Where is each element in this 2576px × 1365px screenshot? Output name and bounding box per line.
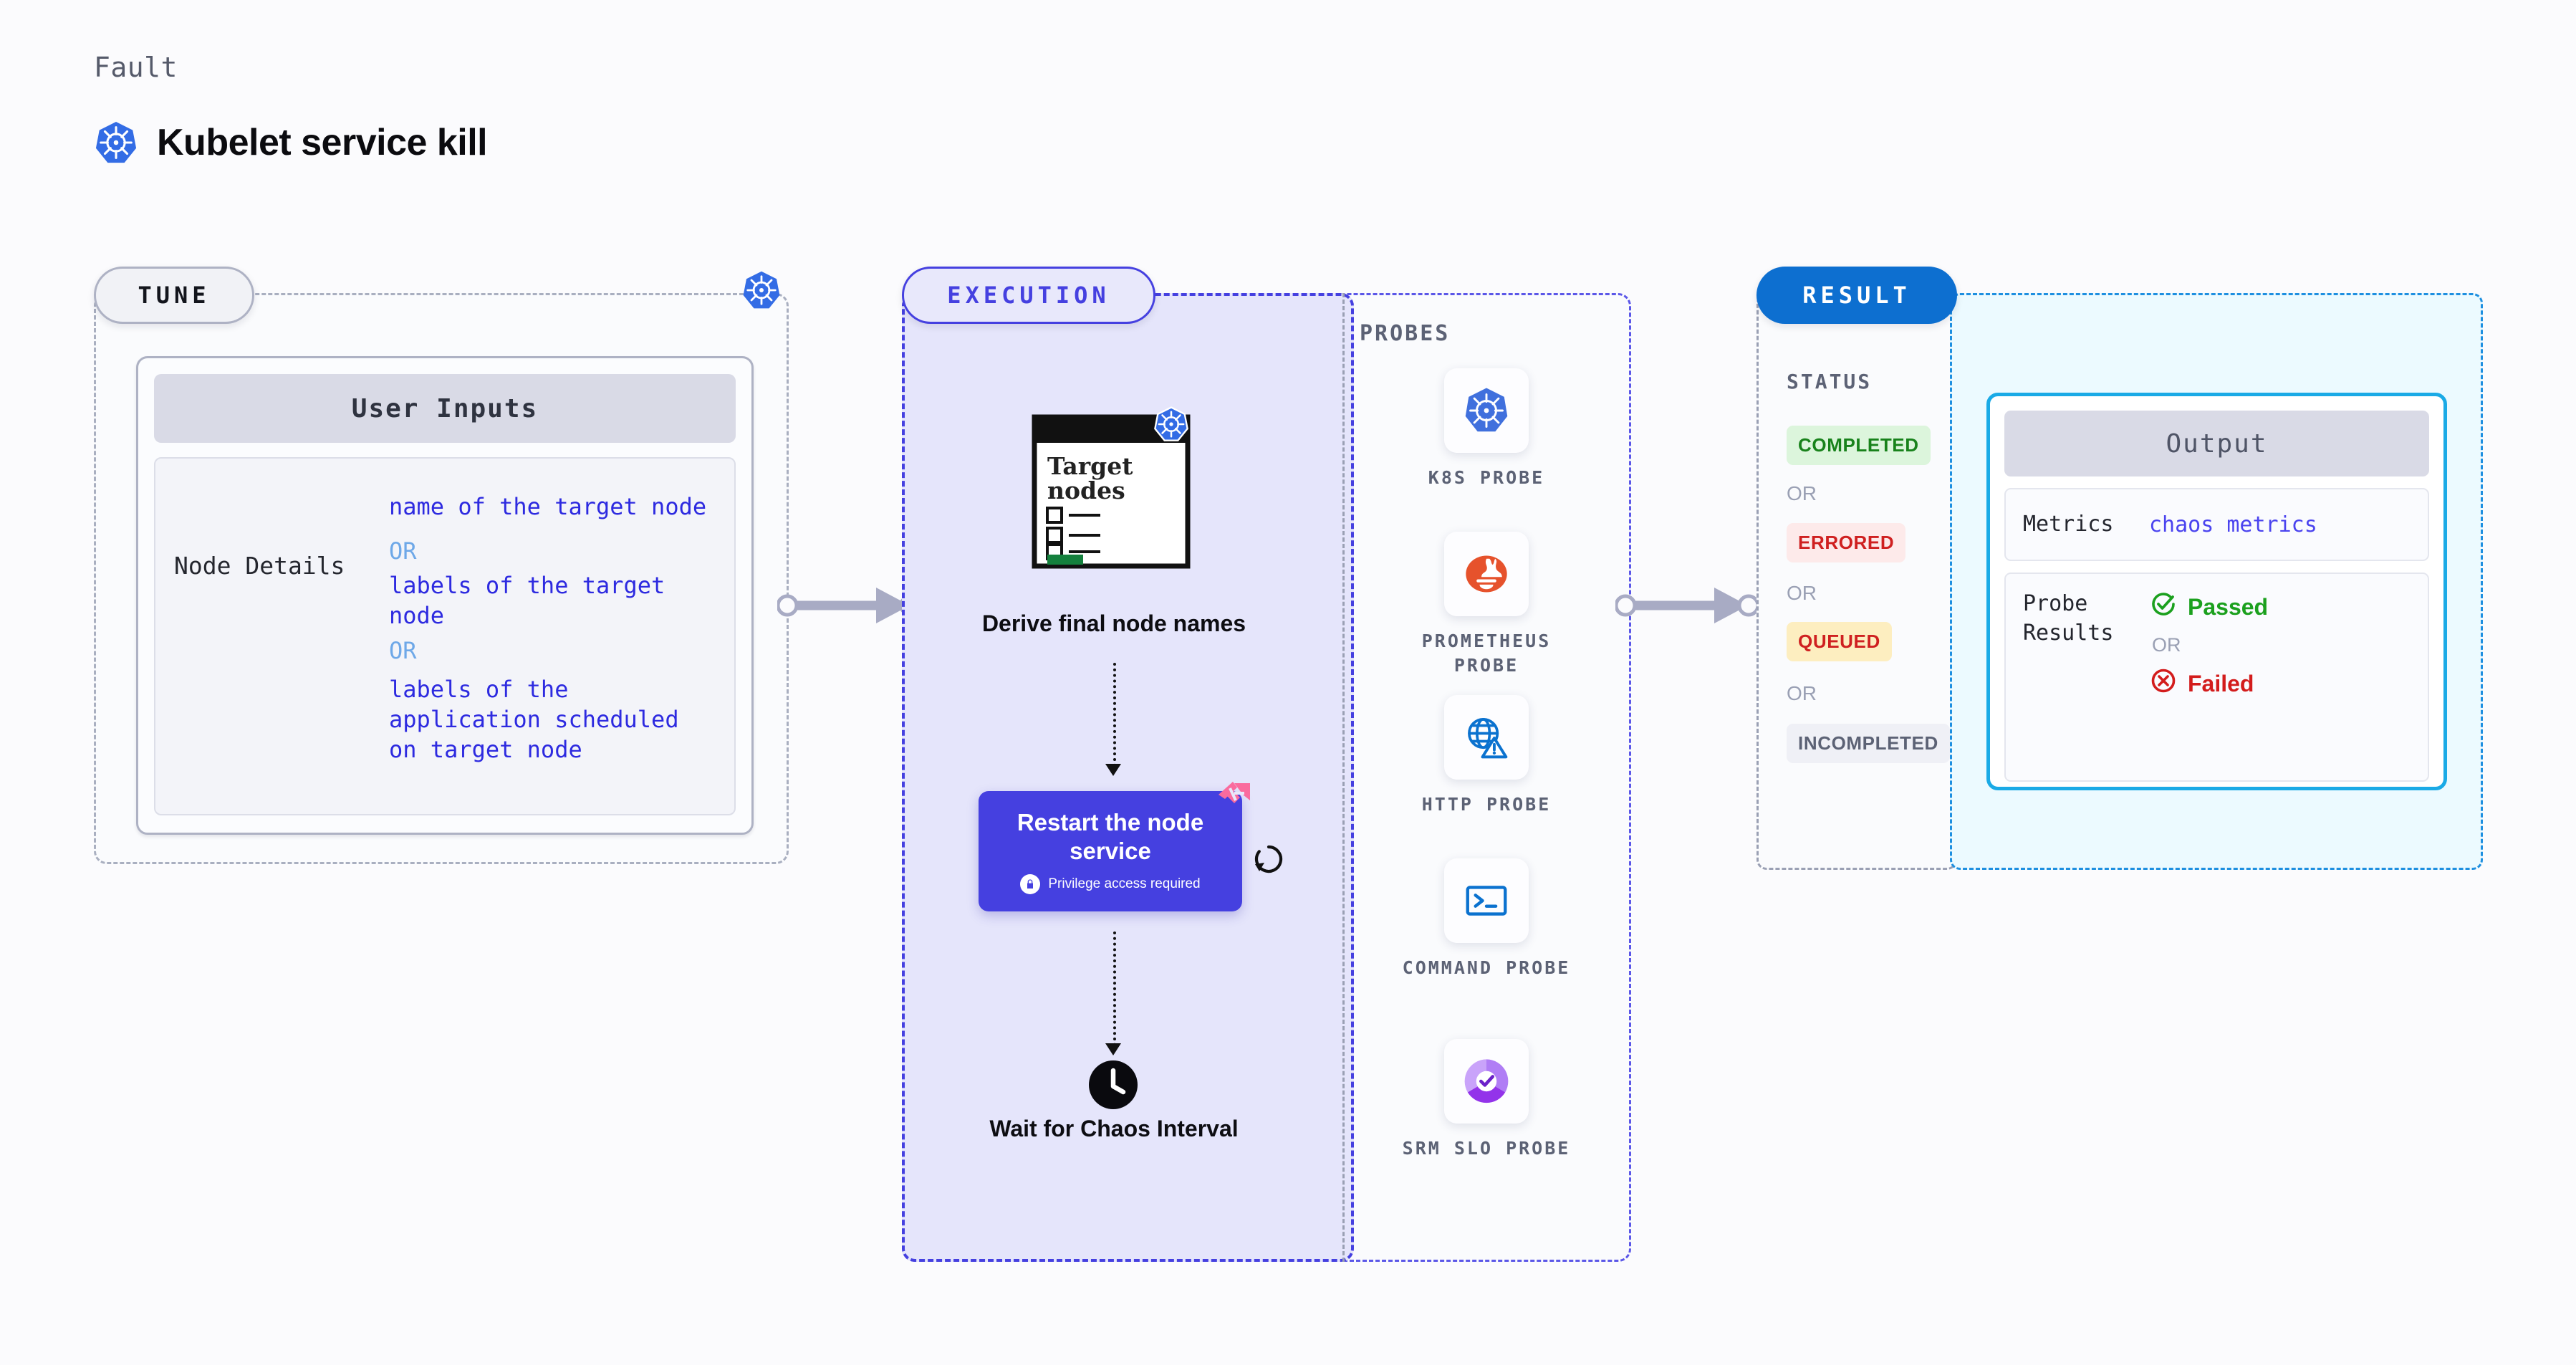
- check-circle-icon: [2149, 590, 2178, 624]
- user-inputs-card: User Inputs Node Details name of the tar…: [136, 356, 754, 835]
- probe-item-command[interactable]: COMMAND PROBE: [1390, 858, 1583, 980]
- flow-arrowhead-2: [1105, 1043, 1121, 1055]
- output-row-metrics: Metrics chaos metrics: [2004, 488, 2429, 561]
- failed-label: Failed: [2188, 670, 2254, 696]
- svg-text:nodes: nodes: [1047, 476, 1125, 504]
- privilege-note: Privilege access required: [1020, 873, 1201, 894]
- result-pill[interactable]: RESULT: [1756, 267, 1957, 324]
- user-inputs-heading: User Inputs: [154, 374, 736, 443]
- probe-label: COMMAND PROBE: [1402, 957, 1571, 978]
- probe-label: SRM SLO PROBE: [1402, 1138, 1571, 1159]
- status-badge-incompleted: INCOMPLETED: [1787, 724, 1950, 763]
- page-eyebrow: Fault: [94, 52, 178, 83]
- prometheus-icon: [1444, 532, 1529, 616]
- node-details-values: name of the target node OR labels of the…: [389, 492, 716, 795]
- kubernetes-icon: [1153, 406, 1189, 446]
- kubernetes-icon: [1444, 368, 1529, 453]
- terminal-icon: [1444, 858, 1529, 943]
- status-or-2: OR: [1787, 582, 1817, 604]
- flow-connector-1: [1113, 663, 1116, 767]
- derive-node-names-label: Derive final node names: [981, 610, 1246, 636]
- passed-label: Passed: [2188, 593, 2269, 620]
- probes-divider: [1342, 293, 1631, 1262]
- svg-text:Target: Target: [1047, 452, 1133, 480]
- probes-title: PROBES: [1360, 321, 1451, 346]
- srm-slo-donut-check-icon: [1444, 1039, 1529, 1124]
- probe-results-label: Probe Results: [2023, 591, 2114, 646]
- input-option-3: labels of the application scheduled on t…: [389, 675, 679, 764]
- or-separator-2: OR: [389, 636, 417, 664]
- probe-label: K8S PROBE: [1428, 467, 1545, 488]
- kubernetes-icon: [741, 270, 782, 314]
- wait-for-chaos-interval-label: Wait for Chaos Interval: [989, 1116, 1239, 1141]
- metrics-label: Metrics: [2023, 511, 2114, 537]
- probe-item-prometheus[interactable]: PROMETHEUS PROBE: [1390, 532, 1583, 678]
- result-status-box: [1756, 293, 1957, 870]
- output-row-probe-results: Probe Results Passed OR: [2004, 573, 2429, 782]
- execution-pill[interactable]: EXECUTION: [902, 267, 1155, 324]
- clock-icon: [1087, 1059, 1139, 1114]
- restart-node-service-node[interactable]: Restart the node service Privilege acces…: [979, 791, 1242, 911]
- output-card: Output Metrics chaos metrics Probe Resul…: [1986, 393, 2447, 790]
- probe-label: HTTP PROBE: [1421, 794, 1552, 815]
- probe-label: PROMETHEUS PROBE: [1421, 631, 1552, 676]
- execution-to-result-arrow: [1615, 588, 1760, 623]
- privilege-note-text: Privilege access required: [1048, 876, 1201, 891]
- status-badge-completed: COMPLETED: [1787, 426, 1931, 465]
- status-or-3: OR: [1787, 682, 1817, 704]
- harness-logo-icon: [1216, 779, 1254, 821]
- metrics-value: chaos metrics: [2149, 512, 2317, 537]
- input-option-2: labels of the target node: [389, 572, 665, 630]
- flow-arrowhead-1: [1105, 764, 1121, 776]
- probe-result-failed: Failed: [2149, 666, 2268, 701]
- user-inputs-row: Node Details name of the target node OR …: [154, 457, 736, 815]
- status-title: STATUS: [1787, 370, 1873, 393]
- probe-item-k8s[interactable]: K8S PROBE: [1390, 368, 1583, 490]
- retry-circular-arrow-icon: [1252, 843, 1285, 879]
- lock-icon: [1020, 873, 1041, 894]
- globe-warning-icon: [1444, 695, 1529, 780]
- status-or-1: OR: [1787, 482, 1817, 504]
- input-option-1: name of the target node: [389, 493, 707, 520]
- output-heading: Output: [2004, 411, 2429, 476]
- page-title: Kubelet service kill: [157, 122, 488, 163]
- tune-pill[interactable]: TUNE: [94, 267, 254, 324]
- probe-item-srm-slo[interactable]: SRM SLO PROBE: [1390, 1039, 1583, 1161]
- status-badge-queued: QUEUED: [1787, 622, 1892, 661]
- probe-result-or: OR: [2152, 634, 2181, 656]
- page-title-row: Kubelet service kill: [94, 120, 488, 165]
- kubernetes-icon: [94, 120, 138, 165]
- restart-node-title: Restart the node service: [1017, 809, 1204, 864]
- x-circle-icon: [2149, 666, 2178, 701]
- flow-connector-2: [1113, 931, 1116, 1046]
- status-badge-errored: ERRORED: [1787, 523, 1906, 562]
- or-separator-1: OR: [389, 537, 417, 565]
- probe-item-http[interactable]: HTTP PROBE: [1390, 695, 1583, 817]
- probe-result-passed: Passed: [2149, 590, 2268, 624]
- node-details-label: Node Details: [174, 552, 345, 580]
- probe-results-values: Passed OR Failed: [2149, 590, 2268, 701]
